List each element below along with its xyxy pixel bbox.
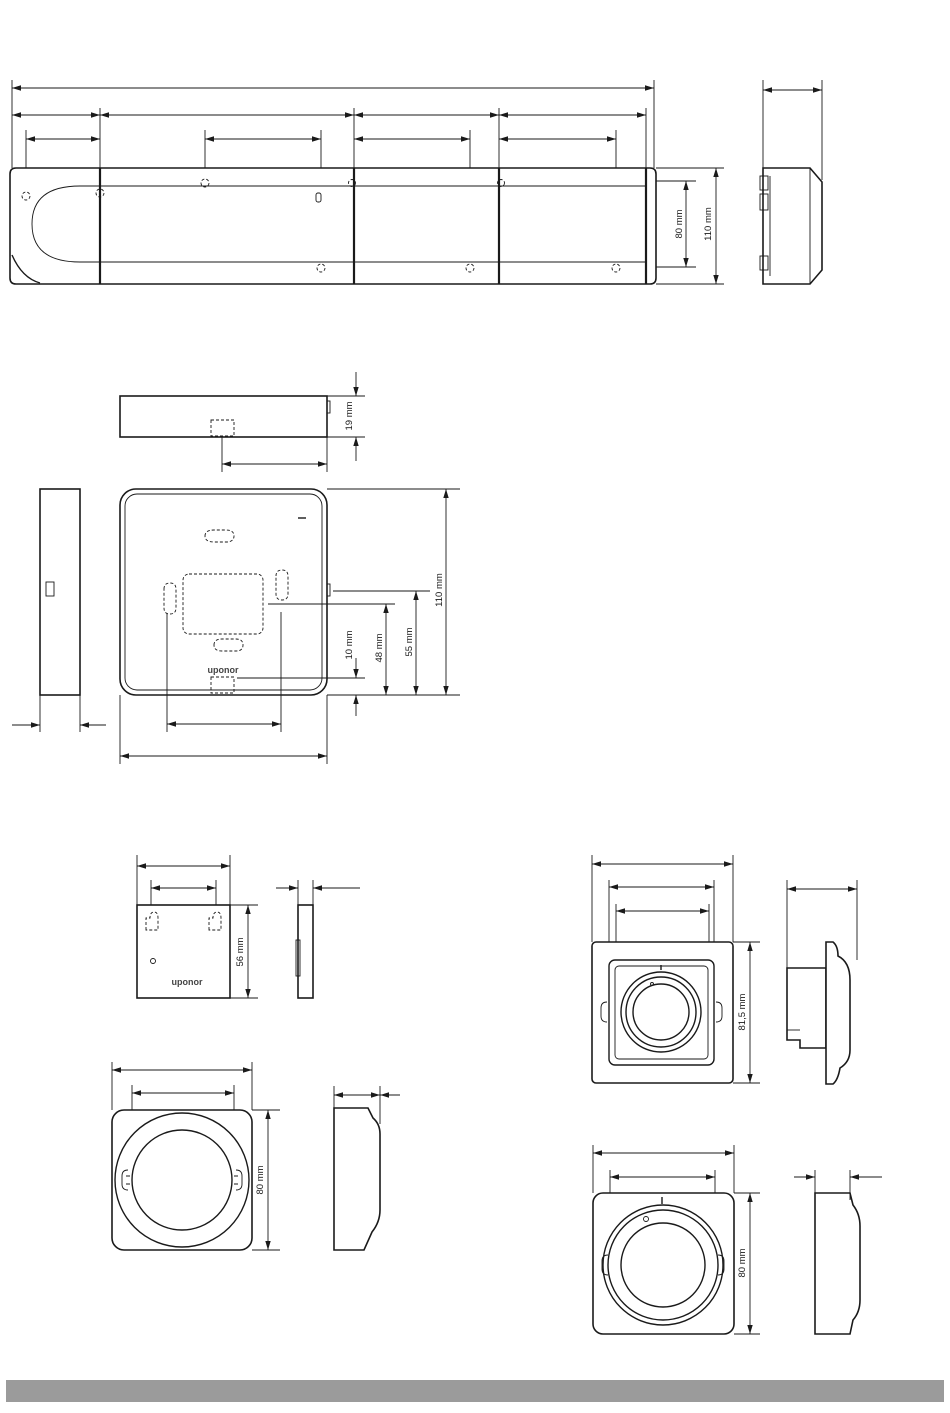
controller-height-label: 110 mm [703, 207, 714, 241]
module-side-view [12, 489, 106, 732]
controller-front-view: 80 mm 110 mm [10, 80, 724, 284]
thermostat-left-height-label: 80 mm [255, 1165, 266, 1194]
thermostat-framed-front-view: 81,5 mm [592, 855, 760, 1083]
controller-depth-label: 80 mm [674, 209, 685, 238]
thermostat-left-front-view: 80 mm [112, 1062, 280, 1250]
thermostat-left-side-view [334, 1086, 400, 1250]
thermostat-right-side-view [794, 1170, 882, 1334]
module-thickness-label: 19 mm [344, 401, 355, 430]
module-48-label: 48 mm [374, 633, 385, 662]
module-10-label: 10 mm [344, 630, 355, 659]
footer-bar [6, 1380, 944, 1402]
sensor-front-view: uponor 56 mm [137, 855, 258, 998]
module-55-label: 55 mm [404, 627, 415, 656]
module-height-label: 110 mm [434, 573, 445, 607]
thermostat-right-height-label: 80 mm [737, 1248, 748, 1277]
sensor-height-label: 56 mm [235, 937, 246, 966]
module-top-view: 19 mm [120, 372, 365, 472]
sensor-logo: uponor [172, 977, 203, 987]
sensor-side-view [276, 880, 360, 998]
module-front-view: uponor 110 mm 55 mm 48 mm 10 mm [120, 489, 460, 764]
controller-side-view [760, 80, 822, 284]
thermostat-right-front-view: 80 mm [593, 1145, 760, 1334]
module-logo: uponor [208, 665, 239, 675]
thermostat-framed-height-label: 81,5 mm [737, 993, 748, 1030]
thermostat-framed-side-view [787, 880, 857, 1084]
